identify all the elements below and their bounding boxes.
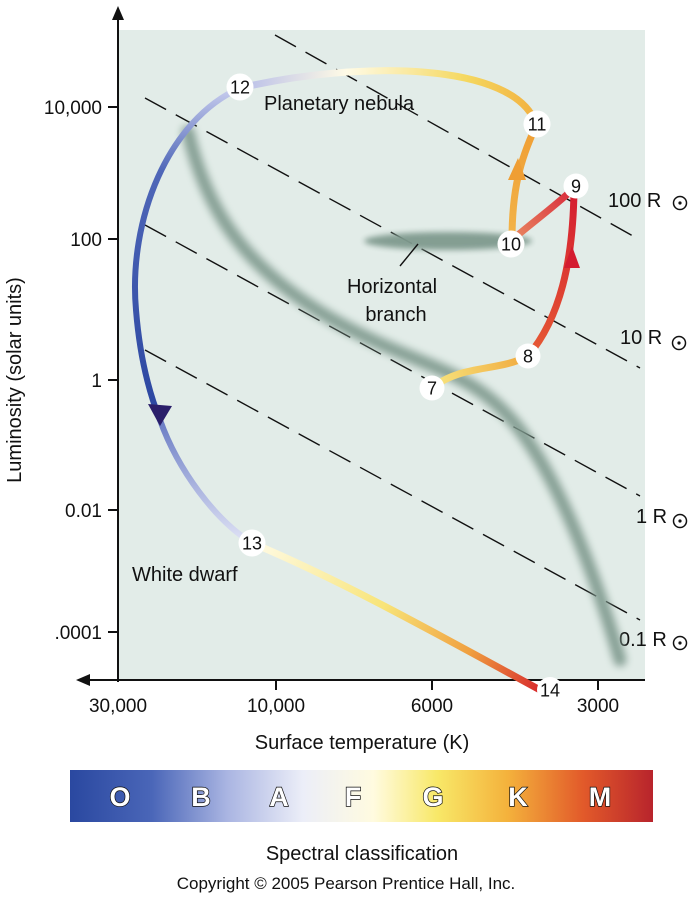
solar-symbol-dot [677,341,681,345]
stage-marker: 12 [226,73,254,101]
spectral-class-label: G [422,782,443,812]
horizontal-branch-pointer [399,243,419,267]
y-tick-label: 1 [91,371,102,392]
horizontal-branch-label: branch [365,304,426,326]
x-ticks: 30,000 10,000 6000 3000 [89,680,619,717]
direction-arrow-icon [564,246,580,268]
spectral-classes: O B A F G K M [109,781,612,812]
stage-marker: 11 [523,110,551,138]
track-11-12 [236,67,540,128]
stage-marker: 8 [515,343,541,369]
direction-arrow-icon [148,404,172,426]
y-axis-title: Luminosity (solar units) [4,277,26,483]
spectral-class-label: O [109,782,130,812]
spectral-class-label: K [508,782,528,812]
stage-label: 9 [571,177,581,197]
solar-symbol-icon [672,635,688,651]
radius-label-100: 100 R [608,190,661,212]
y-tick-label: 10,000 [44,98,102,119]
solar-symbol-dot [678,519,682,523]
track-12-arc [132,85,243,423]
spectral-class-label: B [191,782,211,812]
spectral-class-label: M [589,782,612,812]
spectral-class-label: F [345,782,362,812]
spectral-classification-title: Spectral classification [266,843,458,865]
y-tick-label: 100 [70,230,102,251]
spectral-class-label: A [269,782,289,812]
stage-label: 8 [523,347,533,367]
horizontal-branch-band [364,232,532,250]
stage-marker: 13 [238,529,266,557]
planetary-nebula-label: Planetary nebula [264,93,415,115]
solar-symbol-icon [672,195,688,211]
stage-label: 11 [528,115,547,135]
track-arc-13 [157,417,255,546]
white-dwarf-label: White dwarf [132,564,238,586]
radius-labels: 100 R 10 R 1 R 0.1 R [608,190,688,651]
radius-line-0.1 [144,349,641,621]
stage-label: 10 [501,235,521,255]
stage-marker: 10 [497,230,525,258]
radius-lines [144,34,641,621]
stage-marker: 14 [537,677,563,703]
y-ticks: 10,000 100 1 0.01 .0001 [44,98,118,644]
stage-label: 13 [242,534,262,554]
radius-label-0.1: 0.1 R [619,629,667,651]
x-tick-label: 3000 [577,696,619,717]
solar-symbol-dot [678,641,682,645]
radius-label-1: 1 R [636,506,667,528]
x-tick-label: 6000 [411,696,453,717]
copyright-notice: Copyright © 2005 Pearson Prentice Hall, … [177,874,516,893]
y-axis [112,6,124,682]
radius-line-1 [144,224,641,497]
solar-symbol-icon [672,513,688,529]
y-tick-label: .0001 [54,623,102,644]
x-tick-label: 10,000 [247,696,305,717]
solar-symbol-icon [671,335,687,351]
radius-line-10 [144,97,641,369]
stage-label: 12 [230,78,250,98]
x-axis-title: Surface temperature (K) [255,732,470,754]
stage-marker: 9 [563,173,589,199]
plot-area [118,30,645,680]
track-13-14 [248,539,544,694]
radius-label-10: 10 R [620,327,662,349]
stage-label: 7 [427,379,437,399]
horizontal-branch-label: Horizontal [347,276,437,298]
main-sequence-band [181,125,627,667]
solar-symbol-dot [678,201,682,205]
spectral-bar [70,770,653,822]
stage-label: 14 [540,681,560,701]
track-8-9 [524,186,578,360]
y-tick-label: 0.01 [65,501,102,522]
stage-marker: 7 [419,375,445,401]
direction-arrow-icon [508,158,526,180]
x-tick-label: 30,000 [89,696,147,717]
